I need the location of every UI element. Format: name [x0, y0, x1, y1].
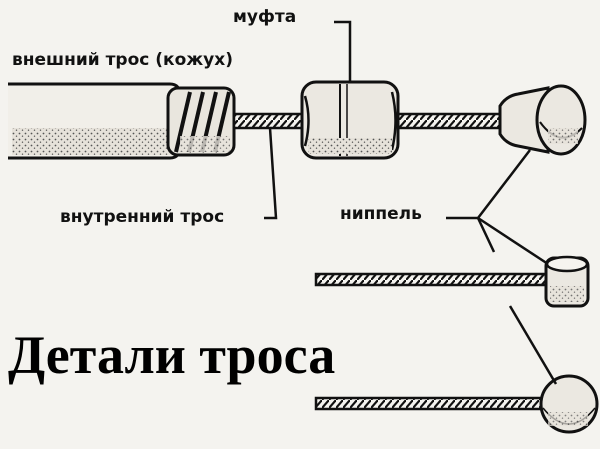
- leader-line-nipple: [476, 217, 496, 253]
- coupling-sleeve: [300, 80, 400, 160]
- middle-cable: [314, 272, 552, 287]
- inner-cable-label: внутренний трос: [60, 207, 225, 227]
- inner-cable-segment: [232, 112, 304, 130]
- barrel-nipple: [498, 84, 587, 156]
- leader-line-nipple: [508, 305, 558, 385]
- leader-line-inner-cable: [264, 127, 278, 220]
- outer-cable-label: внешний трос (кожух): [12, 50, 233, 70]
- ball-nipple: [539, 374, 599, 434]
- leader-line-nipple: [446, 149, 531, 220]
- coupling-label: муфта: [233, 7, 297, 27]
- nipple-label: ниппель: [340, 204, 422, 224]
- outer-cable-housing: [8, 82, 236, 160]
- page-title: Детали троса: [8, 325, 336, 385]
- leader-line-coupling: [334, 20, 352, 82]
- bottom-cable: [314, 396, 550, 411]
- leader-line-nipple: [477, 216, 549, 266]
- inner-cable-segment: [395, 112, 502, 130]
- cylinder-nipple: [544, 255, 590, 308]
